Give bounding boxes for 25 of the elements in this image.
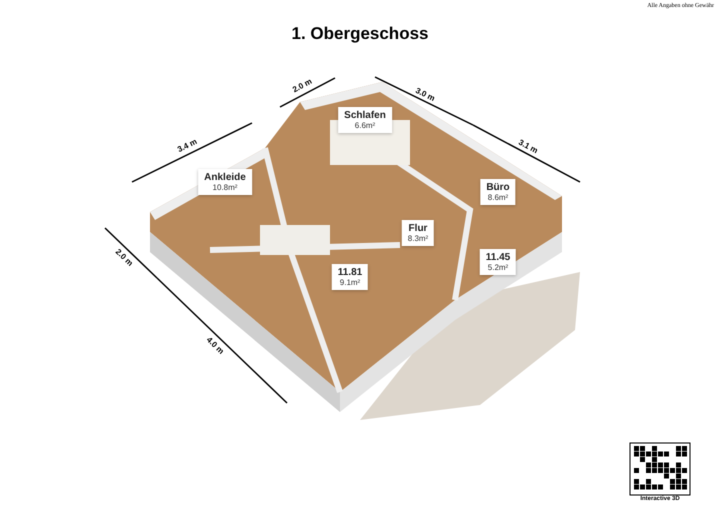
room-area: 6.6m² [344,121,386,130]
room-name: Ankleide [204,172,246,183]
room-label [402,220,434,246]
title: 1. Obergeschoss [290,24,430,44]
room-name: 11.45 [486,252,510,263]
room-area: 10.8m² [204,183,246,192]
room-area: 8.6m² [486,193,510,202]
room-name: Büro [486,182,510,193]
room-label [198,169,252,195]
room-name: 11.81 [338,267,362,278]
dimension-label: 3.4 m [176,137,198,154]
room-area: 9.1m² [338,278,362,287]
room-name: Flur [408,223,428,234]
dimension-label: 3.0 m [414,86,436,103]
dimension-label: 4.0 m [204,334,226,356]
room-label [480,179,516,205]
room-label [480,249,516,275]
room-area: 5.2m² [486,263,510,272]
dimension-label: 2.0 m [291,77,314,95]
dimension-label: 3.1 m [516,138,540,156]
room-area: 8.3m² [408,234,428,243]
dimension-label: 2.0 m [114,247,135,268]
room-label [332,264,368,290]
room-name: Schlafen [344,110,386,121]
room-label [338,107,392,133]
